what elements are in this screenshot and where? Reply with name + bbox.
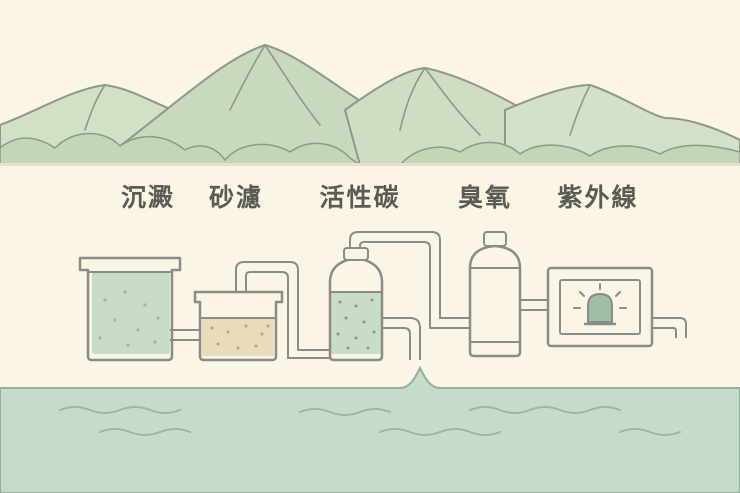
stage-label-sand-filtration: 砂濾 <box>208 183 263 212</box>
horizon-line <box>0 163 740 166</box>
stage-label-sedimentation: 沉澱 <box>120 183 175 212</box>
river <box>0 365 740 493</box>
activated-carbon-column <box>328 247 384 362</box>
river-waves <box>59 406 681 436</box>
ozone-tank <box>468 231 522 358</box>
mountain-far-right <box>504 84 740 166</box>
stage-label-ultraviolet: 紫外線 <box>557 183 639 212</box>
uv-disinfection-unit <box>546 266 654 348</box>
stage-label-ozone: 臭氧 <box>457 183 512 212</box>
sand-filter-tank <box>193 290 284 362</box>
connecting-pipes <box>170 231 687 360</box>
uv-lamp-icon <box>573 283 627 326</box>
mountain-ridges <box>84 44 591 136</box>
stage-label-activated-carbon: 活性碳 <box>319 183 401 212</box>
sedimentation-tank <box>78 256 182 362</box>
foothill-bushes <box>0 132 740 166</box>
